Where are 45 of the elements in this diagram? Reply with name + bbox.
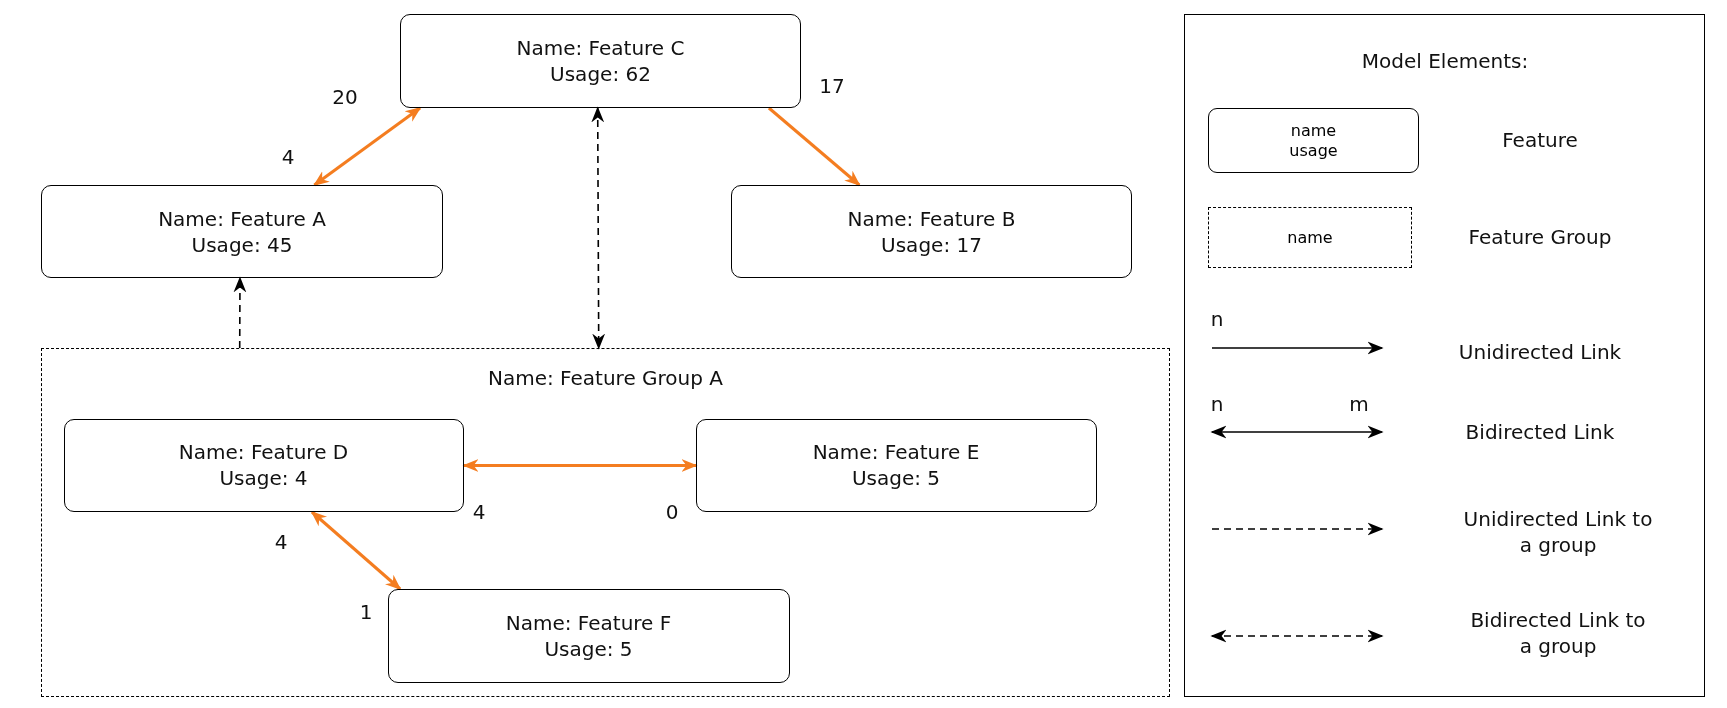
connector-arrow — [462, 459, 698, 472]
node-usage: Usage: 62 — [550, 61, 651, 87]
feature-box — [731, 185, 1132, 278]
feature-box — [387, 588, 790, 683]
connector-arrow — [310, 510, 402, 591]
multiplicity-number: 1 — [359, 600, 373, 624]
node-name: Name: Feature B — [847, 205, 1016, 232]
multiplicity-number: 0 — [665, 500, 679, 524]
node-usage: Usage: 45 — [191, 231, 293, 258]
connector-arrow — [313, 106, 422, 187]
legend-label: Feature Group — [1467, 224, 1613, 250]
node-usage: Usage: 17 — [881, 231, 982, 258]
feature-box — [63, 418, 464, 512]
connector-arrow — [233, 276, 247, 349]
sample-text: name usage — [1288, 120, 1339, 161]
multiplicity-number: 4 — [472, 500, 486, 524]
node-name: Name: Feature F — [505, 609, 672, 636]
connector-arrow — [767, 106, 861, 187]
node-usage: Usage: 5 — [851, 465, 941, 491]
node-name: Name: Feature Group A — [488, 365, 723, 391]
node-usage: Usage: 5 — [544, 635, 633, 662]
sample-text: name — [1286, 227, 1334, 248]
node-name: Name: Feature E — [812, 439, 980, 465]
legend-label: Unidirected Link — [1457, 339, 1623, 365]
legend-heading: Model Elements: — [1361, 49, 1529, 73]
multiplicity-symbol: m — [1349, 392, 1369, 416]
multiplicity-number: 4 — [281, 145, 295, 169]
multiplicity-symbol: n — [1210, 392, 1224, 416]
node-name: Name: Feature C — [516, 35, 685, 61]
multiplicity-number: 17 — [819, 74, 845, 98]
legend-label: Bidirected Link to a group — [1469, 607, 1647, 659]
multiplicity-number: 20 — [332, 85, 358, 109]
multiplicity-number: 4 — [274, 530, 288, 554]
legend-label: Bidirected Link — [1464, 419, 1616, 445]
feature-box — [400, 14, 801, 108]
node-name: Name: Feature D — [178, 439, 349, 465]
legend-label: Unidirected Link to a group — [1463, 506, 1653, 558]
feature-box — [41, 185, 443, 278]
feature-box — [695, 418, 1097, 512]
group-box — [41, 348, 1170, 697]
node-usage: Usage: 4 — [219, 465, 308, 491]
connector-arrow — [591, 106, 606, 350]
multiplicity-symbol: n — [1210, 307, 1224, 331]
legend-label: Feature — [1501, 127, 1579, 153]
node-name: Name: Feature A — [158, 205, 326, 232]
